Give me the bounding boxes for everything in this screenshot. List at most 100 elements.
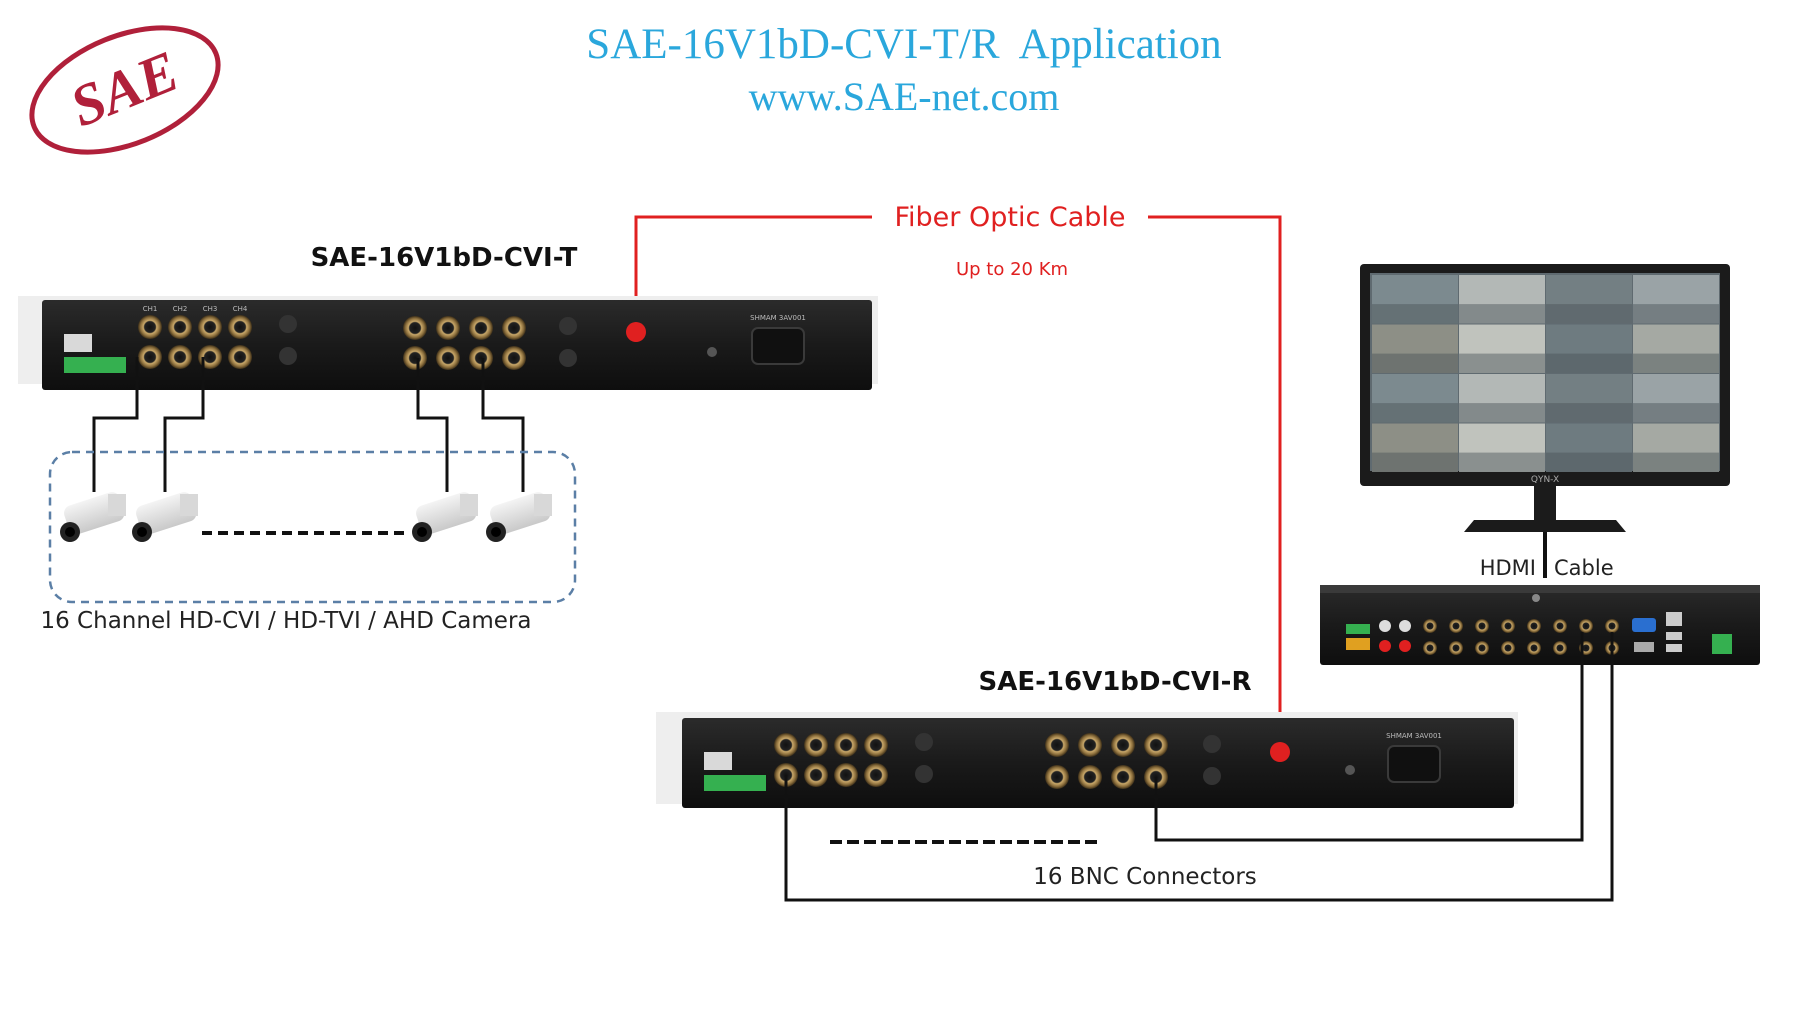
dvr-bnc-port [1579,619,1593,633]
camera-feed-tile [1546,374,1632,423]
bnc-port [168,315,192,339]
receiver-id-sticker [704,752,732,770]
indicator-knob [559,317,577,335]
dvr-usb-port [1666,632,1682,640]
camera-feed-tile [1633,374,1719,423]
camera-feed-floor [1633,403,1719,423]
dvr-bnc-port [1527,619,1541,633]
camera [412,492,478,542]
camera-feed-floor [1546,452,1632,472]
bnc-port [864,763,888,787]
dvr-power-port [1712,634,1732,654]
bnc-port [1045,765,1069,789]
bnc-label: CH1 [143,305,158,313]
dvr-bnc-port [1449,619,1463,633]
transmitter-bnc-labels: CH1 CH2 CH3 CH4 [143,305,248,313]
monitor-neck [1534,486,1556,520]
dvr-terminal-block [1346,624,1370,634]
bnc-port [1045,733,1069,757]
monitor-brand: QYN-X [1531,475,1559,485]
monitor-stand [1464,520,1626,532]
camera-feed-floor [1459,452,1545,472]
camera-feed-tile [1372,275,1458,324]
power-socket [751,327,805,365]
ground-screw [707,347,717,357]
bnc-port [834,763,858,787]
indicator-knob [915,765,933,783]
camera-feed-tile [1546,324,1632,373]
bnc-port [138,315,162,339]
camera-feed-floor [1546,304,1632,324]
dvr-audio-jack [1379,640,1391,652]
hdmi-label: HDMI [1480,556,1536,580]
dvr-bnc-port [1423,641,1437,655]
ground-screw [1345,765,1355,775]
camera-feed-floor [1372,353,1458,373]
bnc-port [1078,765,1102,789]
camera-wire [481,358,525,492]
bnc-port [1111,765,1135,789]
power-label: SHMAM 3AV001 [1386,732,1442,740]
dvr-bnc-port [1527,641,1541,655]
receiver-terminal-block [704,775,766,791]
page-title: SAE-16V1bD-CVI-T/R Application [586,21,1221,68]
bnc-port [804,763,828,787]
monitor-camera-tiles [1372,275,1719,472]
fiber-optic-line-right [1148,215,1282,750]
bnc-port [804,733,828,757]
camera-feed-floor [1459,304,1545,324]
dvr-terminal-block [1346,638,1370,650]
bnc-port [1078,733,1102,757]
dvr-bnc-port [1605,619,1619,633]
camera-feed-tile [1546,275,1632,324]
indicator-knob [915,733,933,751]
camera-feed-tile [1459,374,1545,423]
camera [60,492,126,542]
bnc-wire [1154,632,1584,842]
camera-wire [92,357,139,492]
bnc-label: CH3 [203,305,218,313]
transmitter-device: CH1 CH2 CH3 CH4 SHMAM 3AV001 [18,296,878,390]
bnc-port [864,733,888,757]
bnc-port [834,733,858,757]
camera-feed-floor [1459,353,1545,373]
camera-feed-floor [1633,304,1719,324]
dvr-device [1320,585,1760,665]
camera-caption: 16 Channel HD-CVI / HD-TVI / AHD Camera [40,608,531,634]
dvr-bnc-port [1501,641,1515,655]
dvr-bnc-port [1475,641,1489,655]
bnc-port [1111,733,1135,757]
receiver-label: SAE-16V1bD-CVI-R [979,667,1252,697]
camera-group [48,450,577,604]
bnc-port [403,346,427,370]
transmitter-bnc-group-2 [403,316,526,370]
transmitter-body [42,300,872,390]
bnc-port [469,346,493,370]
dvr-bnc-port [1553,619,1567,633]
bnc-caption: 16 BNC Connectors [1033,864,1257,890]
fiber-port [626,322,646,342]
dvr-bnc-port [1423,619,1437,633]
bnc-port [138,345,162,369]
camera-feed-tile [1633,324,1719,373]
camera-feed-tile [1633,275,1719,324]
transmitter-terminal-block [64,357,126,373]
dvr-lan-port [1666,612,1682,626]
dvr-audio-jack [1399,640,1411,652]
camera-feed-floor [1633,452,1719,472]
bnc-port [502,346,526,370]
bnc-port [469,316,493,340]
camera-feed-floor [1546,403,1632,423]
camera-feed-tile [1459,423,1545,472]
camera-group-border [48,450,577,604]
cable-label: Cable [1554,556,1614,580]
dvr-bnc-port [1501,619,1515,633]
camera-feed-tile [1372,374,1458,423]
dvr-audio-jack [1379,620,1391,632]
bnc-port [168,345,192,369]
dvr-bnc-ports [1423,619,1619,655]
receiver-body [682,718,1514,808]
website-url[interactable]: www.SAE-net.com [749,74,1060,119]
bnc-wire [784,632,1614,902]
